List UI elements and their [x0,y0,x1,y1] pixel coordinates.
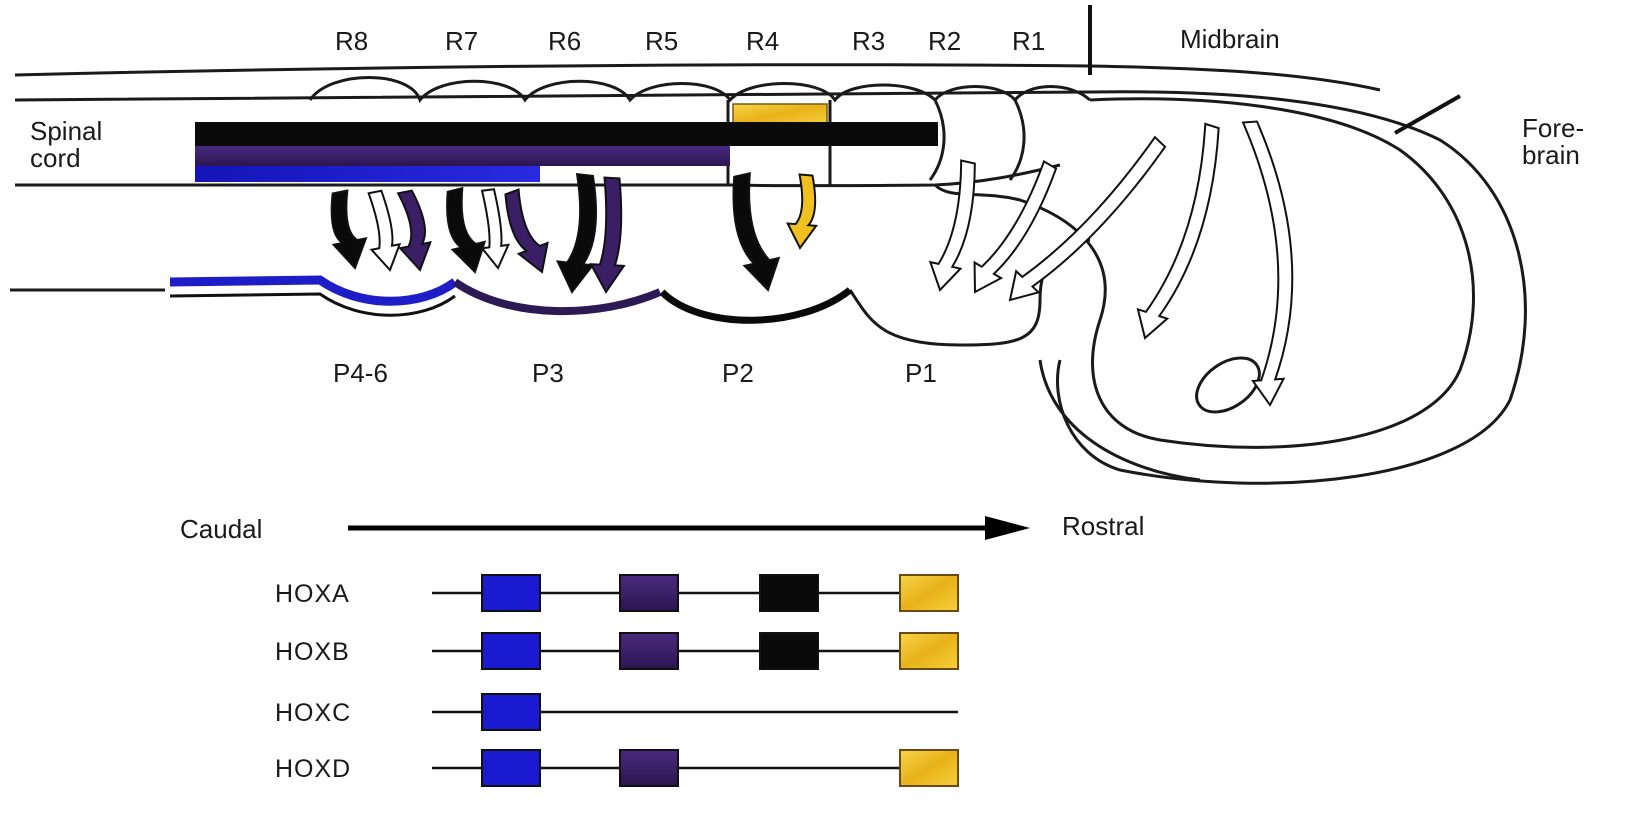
rhombomere-label-r3: R3 [852,26,885,56]
spinal-cord-label-1: Spinal [30,116,102,146]
pharyngeal-arch-outline [170,280,850,320]
hox-cluster-label: HOXA [275,580,350,608]
pharyngeal-arch-labels: P4-6 P3 P2 P1 [333,358,937,388]
hox-gene-box-black [760,575,818,611]
hox-row-hoxd: HOXD [275,750,958,786]
rhombomere-label-r6: R6 [548,26,581,56]
caudal-rostral-axis: Caudal Rostral [180,511,1144,544]
rostral-label: Rostral [1062,511,1144,541]
arrow-black-r8 [332,191,366,268]
forebrain-boundary [1395,96,1460,133]
arrow-black-r7 [447,188,485,272]
rhombomere-labels: R8 R7 R6 R5 R4 R3 R2 R1 [335,26,1045,56]
rhombomere-label-r1: R1 [1012,26,1045,56]
rhombomere-label-r7: R7 [445,26,478,56]
hox-gene-box-blue [482,750,540,786]
hox-cluster-label: HOXC [275,699,351,727]
hox-gene-box-blue [482,633,540,669]
rhombomere-label-r2: R2 [928,26,961,56]
hox-gene-box-purple [620,633,678,669]
arch-label-p3: P3 [532,358,564,388]
midbrain-label: Midbrain [1180,24,1280,54]
expression-bars [195,104,938,182]
rhombomere-label-r5: R5 [645,26,678,56]
black-expression-bar [195,122,938,146]
arrow-white-r7 [482,189,508,268]
hox-cluster-label: HOXD [275,755,351,783]
rhombomere-label-r8: R8 [335,26,368,56]
arrow-white-forebrain [1243,122,1292,405]
arch-label-p1: P1 [905,358,937,388]
hox-gene-box-blue [482,694,540,730]
arch-purple-line [455,282,660,311]
arch-label-p4-6: P4-6 [333,358,388,388]
hox-gene-box-yellow [900,575,958,611]
arrow-white-r8 [369,191,400,270]
hox-gene-box-black [760,633,818,669]
neural-tube-top-outer [15,65,1380,90]
hox-row-hoxb: HOXB [275,633,958,669]
hox-gene-box-purple [620,575,678,611]
axis-arrow-head [985,516,1030,540]
rhombomere-label-r4: R4 [746,26,779,56]
arrow-white-r2 [930,161,974,290]
blue-expression-bar [195,166,540,182]
spinal-cord-label-2: cord [30,143,81,173]
arrow-black-r4 [733,173,778,290]
hox-cluster-label: HOXB [275,638,350,666]
hox-gene-box-purple [620,750,678,786]
arch-label-p2: P2 [722,358,754,388]
arch-black-line [662,290,850,320]
hox-row-hoxc: HOXC [275,694,958,730]
purple-expression-bar [195,146,730,166]
arch-blue-line [170,280,455,301]
caudal-label: Caudal [180,514,262,544]
arrow-purple-r8 [398,191,430,270]
yellow-r4-bar [733,104,827,124]
forebrain-label-1: Fore- [1522,113,1584,143]
forebrain-label-2: brain [1522,140,1580,170]
arrow-black-r6 [558,174,596,292]
arrow-purple-r7 [505,190,547,272]
hox-gene-box-yellow [900,750,958,786]
hox-gene-box-yellow [900,633,958,669]
hox-row-hoxa: HOXA [275,575,958,611]
hox-gene-box-blue [482,575,540,611]
hox-cluster-table: HOXA HOXB HOXC HOXD [275,575,958,786]
